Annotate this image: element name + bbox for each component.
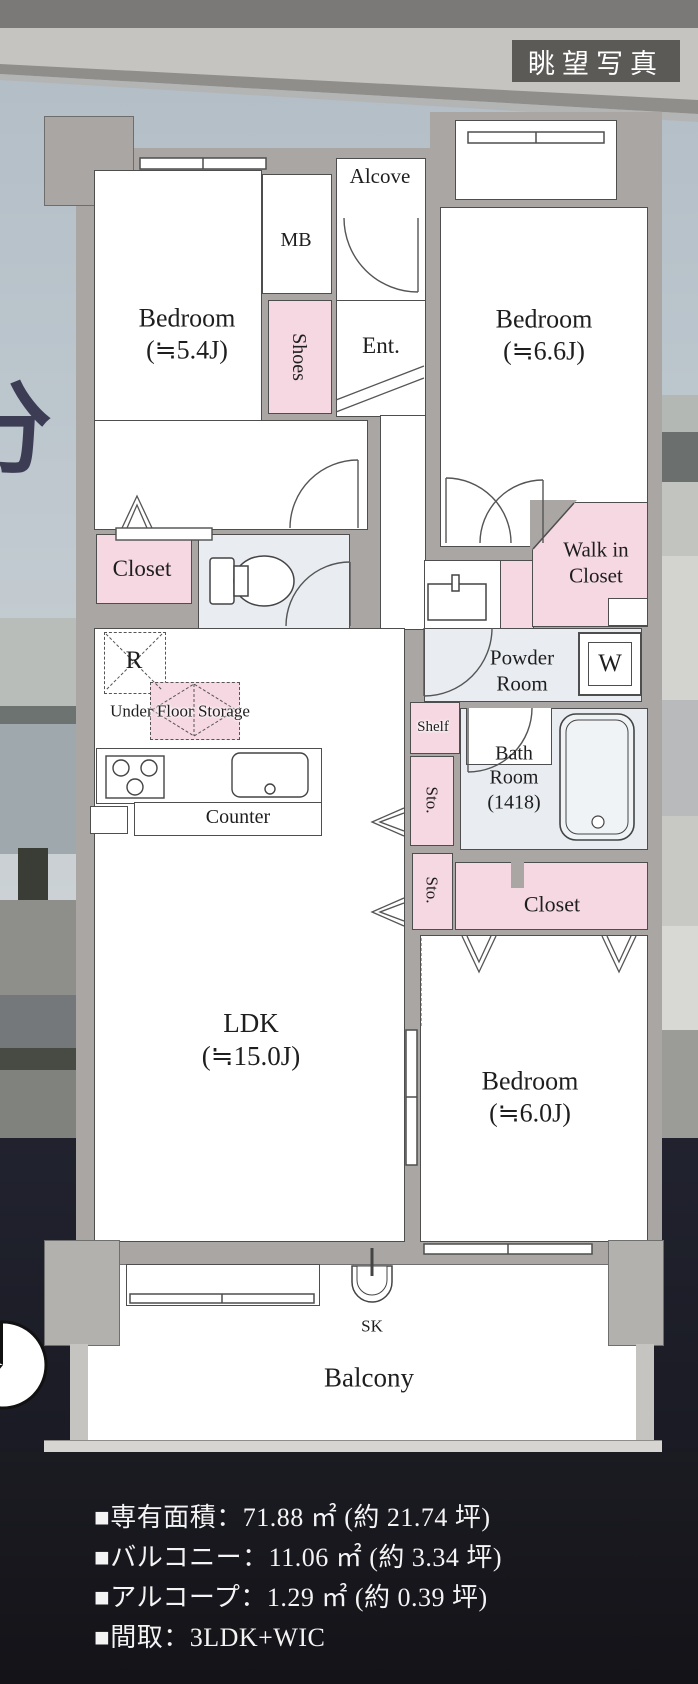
room-shelf <box>410 702 460 754</box>
pillar-bottom-right <box>608 1240 664 1346</box>
wic-line2: Closet <box>569 563 623 587</box>
hallway <box>380 415 426 630</box>
label-counter: Counter <box>205 805 271 828</box>
pillar-bottom-left <box>44 1240 120 1346</box>
label-sk: SK <box>361 1316 383 1336</box>
label-closet-s: Closet <box>523 891 581 917</box>
ldk-window-bay <box>126 1264 320 1306</box>
washing-machine: W <box>578 632 642 696</box>
bedroom-ne-name: Bedroom <box>495 304 593 334</box>
wic-line1: Walk in <box>563 537 629 562</box>
kitchen-side-box <box>90 806 128 834</box>
building-roofline <box>0 1048 82 1070</box>
compass-icon <box>0 1320 48 1410</box>
kitchen-counter-bar <box>134 802 322 836</box>
bath-line1: Bath <box>495 742 533 765</box>
building-roof <box>0 1070 82 1138</box>
label-balcony: Balcony <box>324 1362 414 1393</box>
label-bedroom-ne: Bedroom (≒6.6J) <box>496 303 593 366</box>
label-shelf: Shelf <box>417 718 449 735</box>
label-bath: Bath Room (1418) <box>487 741 540 814</box>
bedroom-se-size: (≒6.0J) <box>489 1098 571 1127</box>
balcony-side-wall-right <box>636 1344 654 1440</box>
building-block <box>0 900 82 995</box>
label-refrigerator: R <box>125 646 143 674</box>
label-bedroom-se: Bedroom (≒6.0J) <box>482 1065 579 1128</box>
powder-line2: Room <box>496 671 548 695</box>
refrigerator-space <box>104 632 166 694</box>
info-line-balcony: ■バルコニー：11.06 ㎡ (約 3.34 坪) <box>94 1543 503 1572</box>
label-sto-lower: Sto. <box>422 876 442 904</box>
kitchen-counter-top <box>96 748 322 804</box>
view-photo-badge: 眺望写真 <box>512 40 680 82</box>
room-closet-nw <box>96 534 192 604</box>
balcony-slab <box>44 1440 662 1454</box>
bedroom-se-name: Bedroom <box>481 1066 579 1096</box>
label-walk-in-closet: Walk in Closet <box>563 537 628 588</box>
room-bedroom-ne <box>440 207 648 547</box>
ldk-size: (≒15.0J) <box>201 1041 301 1071</box>
closet-divider <box>511 862 524 888</box>
building-block <box>0 706 82 724</box>
label-sto-upper: Sto. <box>422 786 442 814</box>
bay-window-sill <box>455 120 617 200</box>
wic-notch <box>608 598 648 626</box>
ldk-name: LDK <box>223 1008 279 1039</box>
bedroom-ne-size: (≒6.6J) <box>503 336 585 365</box>
label-ent: Ent. <box>362 332 400 358</box>
label-alcove: Alcove <box>349 164 411 189</box>
building-window <box>18 848 48 904</box>
room-bedroom-se <box>420 935 648 1242</box>
info-panel: ■専有面積：71.88 ㎡ (約 21.74 坪) ■バルコニー：11.06 ㎡… <box>0 1452 698 1684</box>
room-closet-s <box>455 862 648 930</box>
info-line-area: ■専有面積：71.88 ㎡ (約 21.74 坪) <box>94 1503 491 1532</box>
label-powder-room: Powder Room <box>490 645 554 696</box>
room-toilet <box>198 534 350 630</box>
bath-line2: Room <box>489 766 539 789</box>
room-ldk <box>94 628 405 1242</box>
room-mb <box>262 174 332 294</box>
vanity-area <box>424 560 502 630</box>
powder-line1: Powder <box>489 645 555 670</box>
room-sto-upper <box>410 756 454 846</box>
balcony-side-wall-left <box>70 1344 88 1440</box>
linen-storage <box>500 560 534 630</box>
building-block <box>0 618 82 718</box>
label-closet-nw: Closet <box>112 555 172 581</box>
building-block <box>0 995 82 1050</box>
info-line-layout: ■間取：3LDK+WIC <box>94 1623 326 1652</box>
view-photo-badge-label: 眺望写真 <box>528 48 664 79</box>
label-ldk: LDK (≒15.0J) <box>202 1007 300 1073</box>
room-sto-lower <box>412 853 453 930</box>
bedroom-nw-size: (≒5.4J) <box>146 335 228 364</box>
building-block <box>0 724 82 854</box>
label-under-floor-storage: Under Floor Storage <box>110 701 250 721</box>
washing-machine-label: W <box>588 642 632 686</box>
bath-line3: (1418) <box>487 791 541 814</box>
label-mb: MB <box>280 228 312 251</box>
room-shoes <box>268 300 332 414</box>
room-seam-patch <box>96 422 258 526</box>
info-line-alcove: ■アルコープ：1.29 ㎡ (約 0.39 坪) <box>94 1583 488 1612</box>
pillar-top-right <box>622 112 662 214</box>
photo-overlay-text: 分 <box>0 375 52 486</box>
label-shoes: Shoes <box>288 333 311 381</box>
bedroom-nw-name: Bedroom <box>138 303 236 333</box>
label-bedroom-nw: Bedroom (≒5.4J) <box>139 302 236 365</box>
